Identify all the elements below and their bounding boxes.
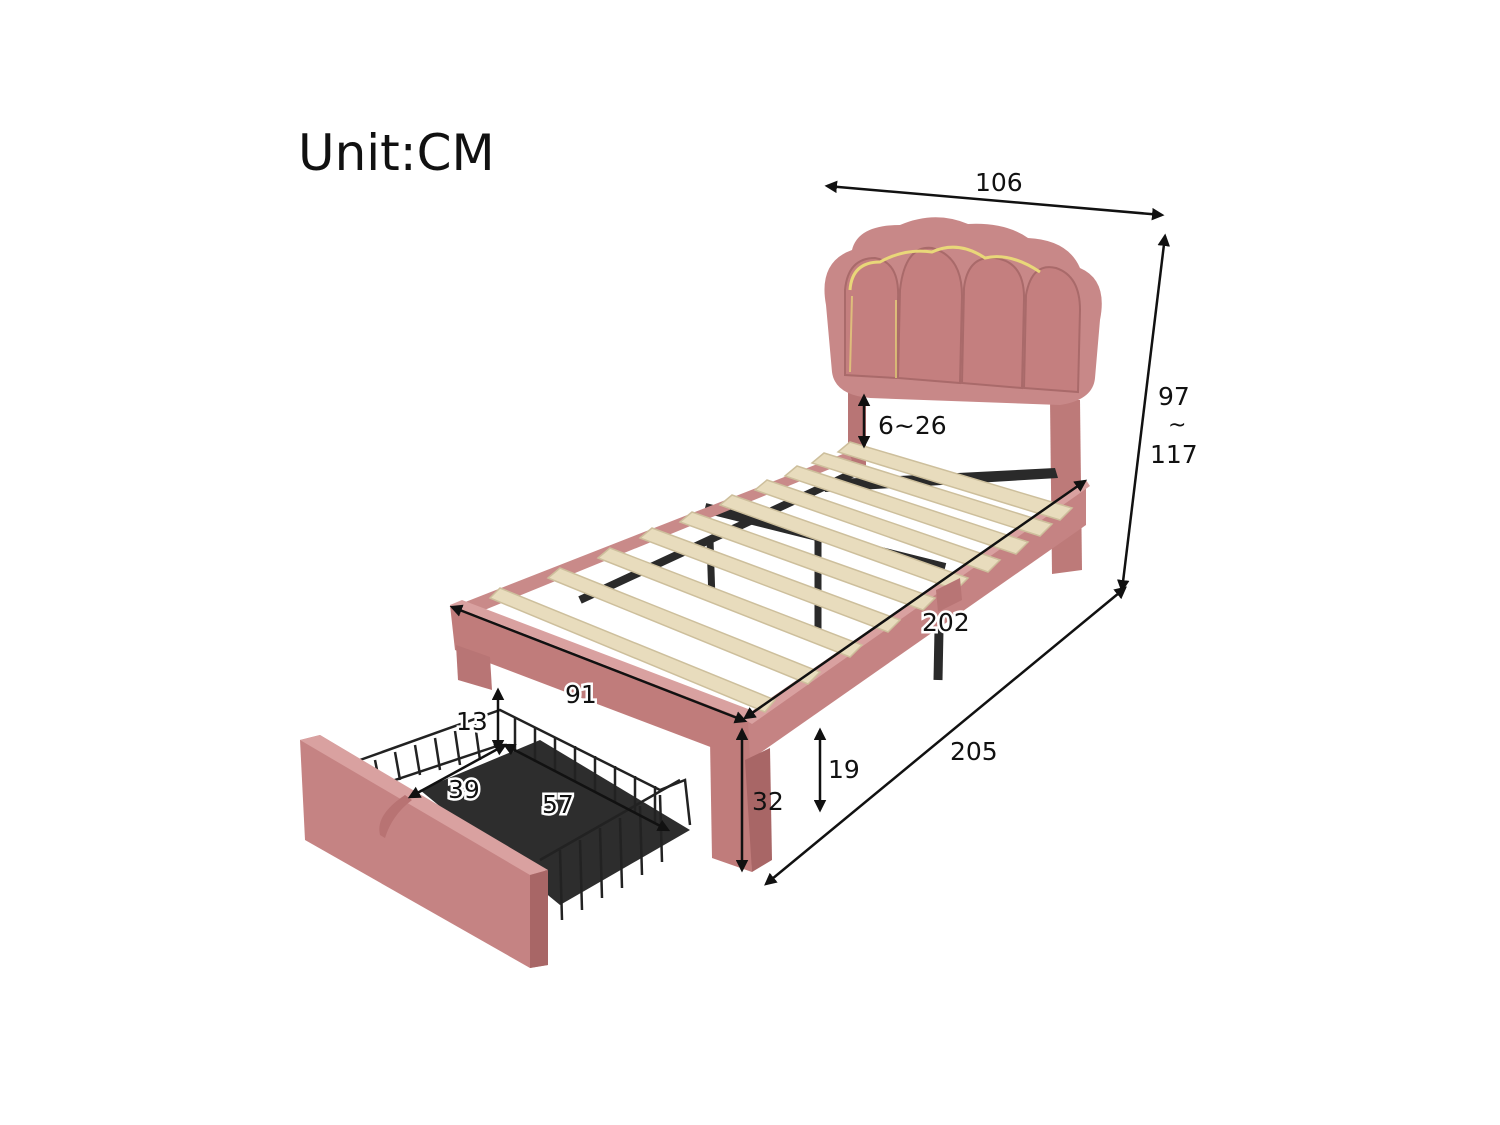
overall-length-label: 205 xyxy=(950,737,998,766)
bed-illustration xyxy=(300,217,1102,968)
headboard-height-bottom-label: 117 xyxy=(1150,440,1198,469)
drawer-length-label: 57 xyxy=(542,790,574,819)
headboard-height-sep-label: ~ xyxy=(1168,413,1186,438)
drawer-handle-icon[interactable] xyxy=(379,795,412,838)
dim-line-frame-width xyxy=(449,604,748,724)
headboard-width-label: 106 xyxy=(975,168,1023,197)
dim-line-headboard-width xyxy=(824,180,1165,221)
dimension-lines xyxy=(407,180,1170,886)
drawer-front xyxy=(300,735,548,968)
clearance-label: 19 xyxy=(828,755,860,784)
frame-length-label: 202 xyxy=(922,608,970,637)
drawer-height-label: 13 xyxy=(456,707,488,736)
dim-line-headboard-height xyxy=(1117,233,1170,593)
dim-line-overall-length xyxy=(764,586,1127,886)
headboard-gap-label: 6~26 xyxy=(878,411,947,440)
dim-line-drawer-width xyxy=(407,743,508,799)
headboard-height-top-label: 97 xyxy=(1158,382,1190,411)
led-strip xyxy=(848,245,1041,291)
frame-width-label: 91 xyxy=(565,680,597,709)
unit-label: Unit:CM xyxy=(298,124,495,182)
drawer-width-label: 39 xyxy=(448,775,480,804)
storage-drawer xyxy=(300,708,692,968)
frame-height-label: 32 xyxy=(752,787,784,816)
dimension-labels: 106 97 ~ 117 6~26 202 91 205 19 32 13 39… xyxy=(446,168,1198,822)
dim-line-drawer-length xyxy=(502,743,671,832)
